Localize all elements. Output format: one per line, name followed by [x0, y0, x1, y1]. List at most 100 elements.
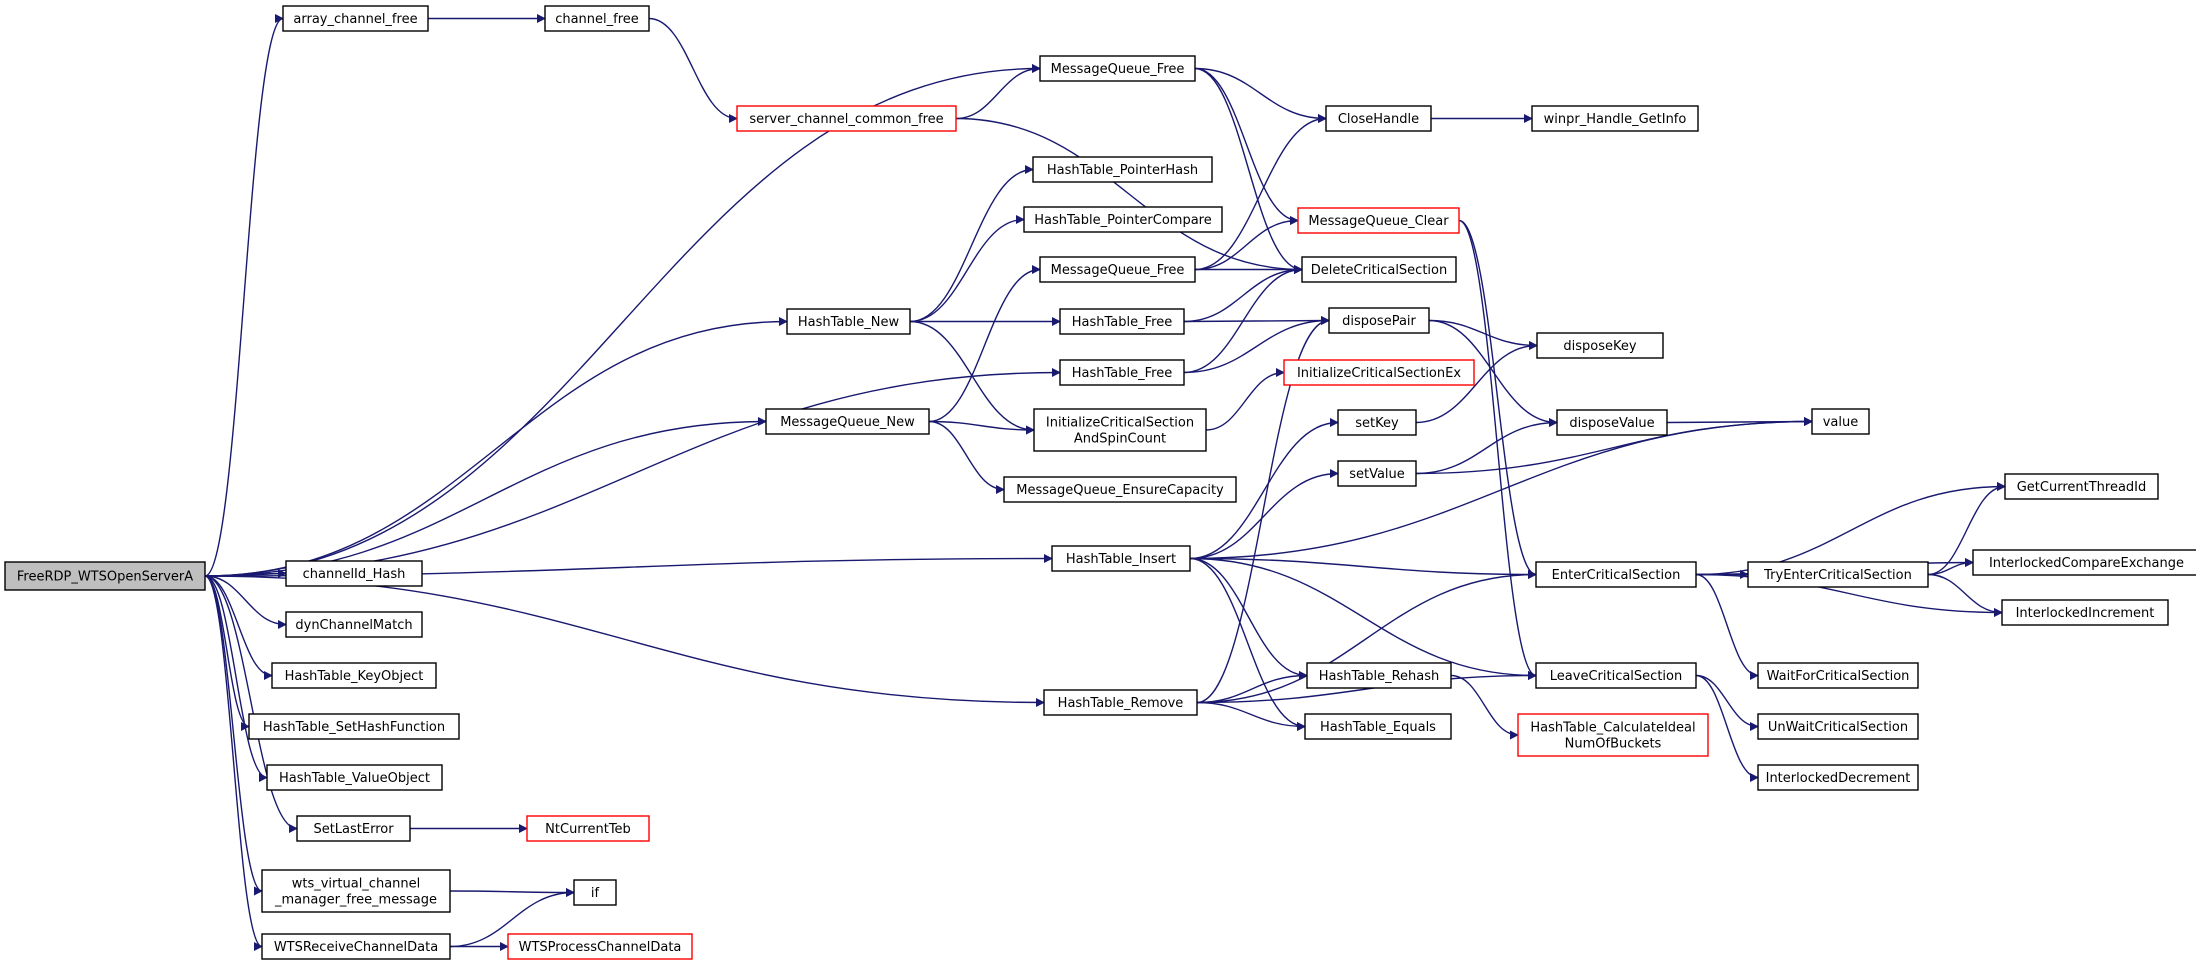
edge-setvalue-to-disposevalue [1415, 418, 1558, 475]
node-label: MessageQueue_Free [1051, 62, 1185, 77]
edge-entercriticalsection-to-waitforcriticalsection [1695, 573, 1759, 680]
edge-hashtable-insert-to-leavecriticalsection [1189, 557, 1537, 680]
node-disposekey[interactable]: disposeKey [1536, 332, 1664, 359]
node-label: NtCurrentTeb [545, 822, 631, 837]
node-box [1531, 105, 1699, 132]
node-label: WaitForCriticalSection [1767, 669, 1910, 684]
node-array-channel-free[interactable]: array_channel_free [282, 5, 429, 32]
node-hashtable-remove[interactable]: HashTable_Remove [1043, 689, 1198, 716]
node-server-channel-common-free[interactable]: server_channel_common_free [736, 105, 957, 132]
node-hashtable-rehash[interactable]: HashTable_Rehash [1306, 662, 1452, 689]
node-disposepair[interactable]: disposePair [1328, 307, 1430, 334]
node-label: setValue [1349, 467, 1405, 482]
node-winpr-handle-getinfo[interactable]: winpr_Handle_GetInfo [1531, 105, 1699, 132]
node-box [1039, 55, 1196, 82]
node-label: dynChannelMatch [295, 618, 412, 633]
node-hashtable-keyobject[interactable]: HashTable_KeyObject [271, 662, 437, 689]
node-label: winpr_Handle_GetInfo [1544, 112, 1687, 127]
node-label: WTSProcessChannelData [519, 940, 682, 955]
node-hashtable-valueobject[interactable]: HashTable_ValueObject [266, 764, 443, 791]
node-label: AndSpinCount [1074, 432, 1166, 447]
node-label: array_channel_free [293, 12, 417, 27]
node-root[interactable]: FreeRDP_WTSOpenServerA [4, 561, 206, 591]
node-messagequeue-free-2[interactable]: MessageQueue_Free [1039, 256, 1196, 283]
node-box [1032, 156, 1213, 183]
node-messagequeue-ensurecapacity[interactable]: MessageQueue_EnsureCapacity [1003, 476, 1237, 503]
node-box [1059, 359, 1185, 386]
node-box [1757, 764, 1919, 791]
node-box [285, 611, 423, 638]
edge-hashtable-free-1-to-deletecriticalsection [1183, 265, 1303, 323]
node-hashtable-insert[interactable]: HashTable_Insert [1051, 545, 1191, 572]
edge-hashtable-insert-to-entercriticalsection [1189, 557, 1537, 579]
node-leavecriticalsection[interactable]: LeaveCriticalSection [1535, 662, 1697, 689]
node-ntcurrentteb[interactable]: NtCurrentTeb [526, 815, 650, 842]
node-box [1059, 308, 1185, 335]
edge-leavecriticalsection-to-unwaitcriticalsection [1695, 674, 1759, 731]
node-label: UnWaitCriticalSection [1768, 720, 1908, 735]
node-box [4, 561, 206, 591]
node-messagequeue-clear[interactable]: MessageQueue_Clear [1297, 207, 1460, 234]
node-label: EnterCriticalSection [1552, 568, 1681, 583]
node-label: _manager_free_message [274, 893, 437, 908]
node-messagequeue-new[interactable]: MessageQueue_New [765, 408, 930, 435]
node-wtsprocesschanneldata[interactable]: WTSProcessChannelData [507, 933, 693, 960]
node-dynchannelmatch[interactable]: dynChannelMatch [285, 611, 423, 638]
node-setvalue[interactable]: setValue [1337, 460, 1417, 487]
node-wts-virtual-channel-manager-free-message[interactable]: wts_virtual_channel_manager_free_message [261, 869, 451, 913]
node-hashtable-free-2[interactable]: HashTable_Free [1059, 359, 1185, 386]
node-entercriticalsection[interactable]: EnterCriticalSection [1535, 561, 1697, 588]
node-channelid-hash[interactable]: channelId_Hash [285, 560, 423, 587]
node-setlasterror[interactable]: SetLastError [296, 815, 411, 842]
edge-hashtable-rehash-to-hashtable-calculateidealnumofbuckets [1450, 674, 1519, 740]
node-unwaitcriticalsection[interactable]: UnWaitCriticalSection [1757, 713, 1919, 740]
node-hashtable-pointerhash[interactable]: HashTable_PointerHash [1032, 156, 1213, 183]
nodes-layer: FreeRDP_WTSOpenServerA array_channel_free… [4, 5, 2196, 960]
node-wtsreceivechanneldata[interactable]: WTSReceiveChannelData [261, 933, 451, 960]
node-hashtable-pointercompare[interactable]: HashTable_PointerCompare [1023, 206, 1223, 233]
node-box [1517, 713, 1709, 757]
node-setkey[interactable]: setKey [1337, 409, 1417, 436]
node-hashtable-equals[interactable]: HashTable_Equals [1304, 713, 1452, 740]
node-messagequeue-free-1[interactable]: MessageQueue_Free [1039, 55, 1196, 82]
node-getcurrentthreadid[interactable]: GetCurrentThreadId [2004, 473, 2159, 500]
node-label: InterlockedIncrement [2016, 606, 2155, 621]
node-box [573, 879, 617, 906]
node-deletecriticalsection[interactable]: DeleteCriticalSection [1301, 256, 1457, 283]
node-channel-free[interactable]: channel_free [544, 5, 650, 32]
node-hashtable-free-1[interactable]: HashTable_Free [1059, 308, 1185, 335]
node-hashtable-new[interactable]: HashTable_New [786, 308, 911, 335]
node-box [1757, 662, 1919, 689]
node-label: MessageQueue_EnsureCapacity [1016, 483, 1224, 498]
edge-hashtable-insert-to-setkey [1189, 418, 1339, 560]
node-interlockeddecrement[interactable]: InterlockedDecrement [1757, 764, 1919, 791]
node-box [1306, 662, 1452, 689]
node-label: wts_virtual_channel [292, 877, 421, 892]
node-initializecriticalsectionex[interactable]: InitializeCriticalSectionEx [1283, 359, 1475, 386]
node-if[interactable]: if [573, 879, 617, 906]
node-box [266, 764, 443, 791]
node-label: channel_free [555, 12, 639, 27]
edge-root-to-dynchannelmatch [204, 575, 287, 629]
node-label: channelId_Hash [303, 567, 406, 582]
node-label: InterlockedCompareExchange [1989, 556, 2184, 571]
node-interlockedincrement[interactable]: InterlockedIncrement [2001, 599, 2169, 626]
node-box [1972, 549, 2196, 576]
node-label: HashTable_CalculateIdeal [1530, 721, 1695, 736]
edge-root-to-wtsreceivechanneldata [204, 575, 263, 951]
node-closehandle[interactable]: CloseHandle [1325, 105, 1432, 132]
node-disposevalue[interactable]: disposeValue [1556, 409, 1668, 436]
edge-setkey-to-disposekey [1415, 341, 1538, 424]
node-hashtable-sethashfunction[interactable]: HashTable_SetHashFunction [248, 713, 460, 740]
node-waitforcriticalsection[interactable]: WaitForCriticalSection [1757, 662, 1919, 689]
node-tryentercriticalsection[interactable]: TryEnterCriticalSection [1747, 561, 1929, 588]
node-label: CloseHandle [1338, 112, 1419, 127]
node-box [1757, 713, 1919, 740]
node-label: MessageQueue_Clear [1308, 214, 1449, 229]
edge-tryentercriticalsection-to-interlockedincrement [1927, 573, 2003, 617]
node-value[interactable]: value [1811, 408, 1870, 435]
node-interlockedcompareexchange[interactable]: InterlockedCompareExchange [1972, 549, 2196, 576]
edge-initializecriticalsectionandspincount-to-initializecriticalsectionex [1205, 368, 1285, 431]
